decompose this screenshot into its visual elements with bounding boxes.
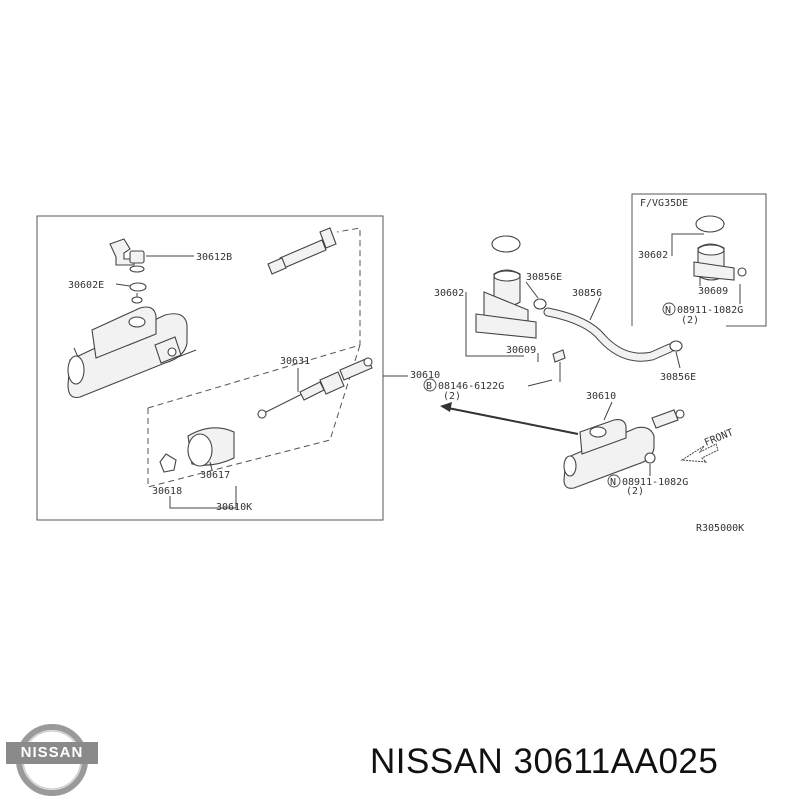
- nut-prefix-N: N: [610, 477, 616, 488]
- nissan-logo-text: NISSAN: [6, 742, 98, 764]
- dust-boot-30617: [187, 427, 235, 467]
- label-30618: 30618: [152, 486, 182, 497]
- direction-arrow: [447, 407, 579, 435]
- bolt-08146: [552, 349, 566, 382]
- push-rod-top: [267, 227, 337, 275]
- inset-label-08911: 08911-1082G: [677, 305, 743, 316]
- label-30610-right: 30610: [586, 391, 616, 402]
- kit-dashed-outline-lower: [147, 344, 361, 488]
- label-30610K: 30610K: [216, 502, 252, 513]
- master-cylinder-left: [67, 306, 197, 399]
- inset-label-30609: 30609: [698, 286, 728, 297]
- label-08146-qty: (2): [443, 391, 461, 402]
- master-cylinder-right: [563, 409, 685, 489]
- label-08146-6122G: 08146-6122G: [438, 381, 504, 392]
- reservoir-30602: [475, 235, 537, 339]
- inset-label-08911-qty: (2): [681, 315, 699, 326]
- label-30856: 30856: [572, 288, 602, 299]
- label-30856E-bottom: 30856E: [660, 372, 696, 383]
- label-08911-1082G: 08911-1082G: [622, 477, 688, 488]
- label-30609: 30609: [506, 345, 536, 356]
- label-30617: 30617: [200, 470, 230, 481]
- inset-title: F/VG35DE: [640, 198, 688, 209]
- front-label: FRONT: [703, 427, 735, 448]
- seal-ring-30602E: [129, 282, 147, 292]
- part-caption: NISSAN 30611AA025: [370, 742, 719, 781]
- push-rod-30631: [257, 357, 373, 419]
- inset-nut-prefix-N: N: [665, 305, 671, 316]
- diagram-code: R305000K: [696, 523, 744, 534]
- seal-30618: [159, 453, 177, 473]
- kit-dashed-outline: [147, 227, 361, 409]
- bolt-prefix-B: B: [426, 381, 432, 392]
- front-indicator: FRONT: [680, 427, 735, 463]
- label-08911-qty: (2): [626, 486, 644, 497]
- label-30602: 30602: [434, 288, 464, 299]
- hose-clamp-30856E-top: [533, 298, 547, 310]
- elbow-fitting-30612B: [109, 238, 145, 273]
- nut-08911: [644, 452, 656, 464]
- label-30631: 30631: [280, 356, 310, 367]
- label-30610-main: 30610: [410, 370, 440, 381]
- inset-reservoir: [693, 215, 747, 281]
- inset-frame: [631, 193, 767, 327]
- hose-clamp-30856E-bottom: [669, 340, 683, 352]
- label-30602E: 30602E: [68, 280, 104, 291]
- exploded-view-frame: [36, 215, 384, 521]
- inset-label-30602: 30602: [638, 250, 668, 261]
- label-30856E-top: 30856E: [526, 272, 562, 283]
- label-30612B: 30612B: [196, 252, 232, 263]
